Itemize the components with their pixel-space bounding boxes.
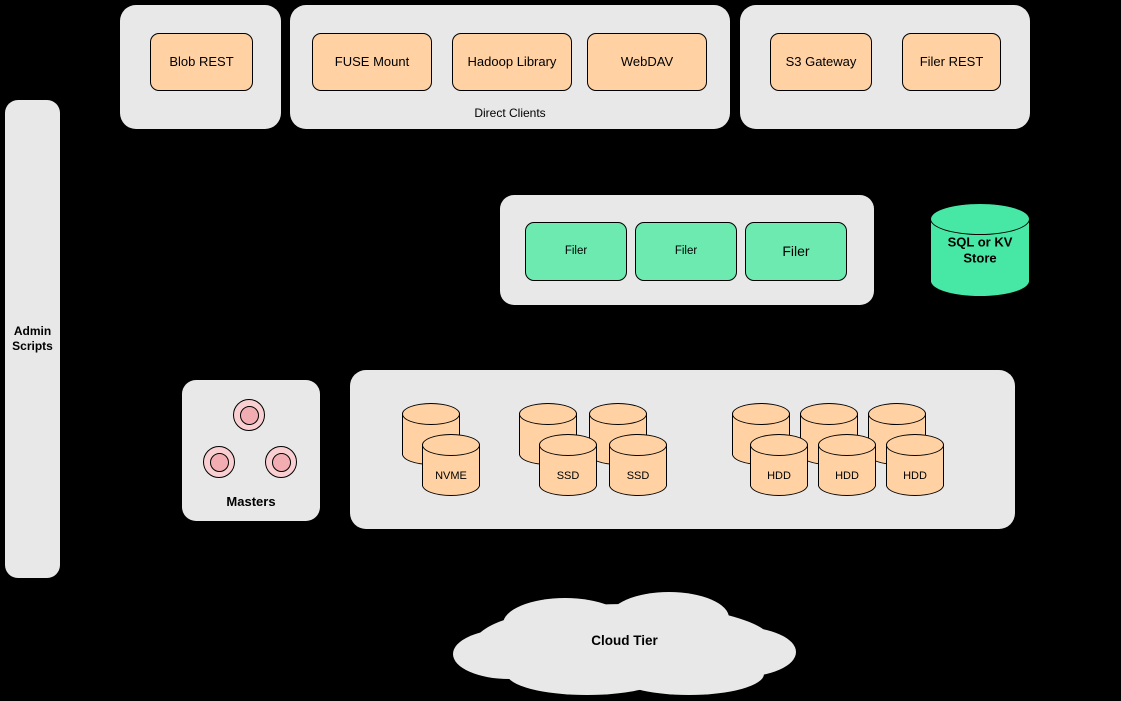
direct-clients-caption: Direct Clients [474, 106, 546, 120]
s3-gateway-node: S3 Gateway [770, 33, 872, 91]
hadoop-library-node: Hadoop Library [452, 33, 572, 91]
blob-rest-node: Blob REST [150, 33, 253, 91]
cylinder-top [868, 403, 926, 425]
hadoop-library-label: Hadoop Library [467, 53, 557, 69]
hdd-disk-label: HDD [835, 470, 859, 482]
blob-rest-label: Blob REST [169, 53, 234, 69]
ssd-disk: SSD [539, 434, 597, 496]
ssd-disk-label: SSD [556, 470, 580, 482]
filer-rest-node: Filer REST [902, 33, 1001, 91]
filer-node: Filer [745, 222, 847, 281]
cylinder-top [818, 434, 876, 456]
master-node [203, 446, 235, 478]
nvme-disk: NVME [422, 434, 480, 496]
hdd-disk: HDD [750, 434, 808, 496]
sql-kv-store-label: SQL or KV Store [947, 234, 1013, 265]
cylinder-top [800, 403, 858, 425]
gateway-group: S3 Gateway Filer REST [740, 5, 1030, 129]
cylinder-top [609, 434, 667, 456]
hdd-disk: HDD [818, 434, 876, 496]
cylinder-top [589, 403, 647, 425]
admin-scripts-label: Admin Scripts [12, 324, 53, 353]
master-node [265, 446, 297, 478]
cylinder-top [422, 434, 480, 456]
filer-cluster-panel: Filer Filer Filer [500, 195, 874, 305]
s3-gateway-label: S3 Gateway [785, 53, 857, 69]
webdav-node: WebDAV [587, 33, 707, 91]
fuse-mount-label: FUSE Mount [334, 53, 410, 69]
filer-label: Filer [782, 242, 810, 259]
hdd-disk-label: HDD [903, 470, 927, 482]
ssd-disk-label: SSD [626, 470, 650, 482]
nvme-disk-label: NVME [435, 470, 467, 482]
masters-panel: Masters [182, 380, 320, 521]
admin-scripts-panel: Admin Scripts [5, 100, 60, 578]
filer-node: Filer [635, 222, 737, 281]
cylinder-top [886, 434, 944, 456]
filer-rest-label: Filer REST [919, 53, 984, 69]
cloud-tier-label: Cloud Tier [591, 633, 658, 648]
ssd-disk: SSD [609, 434, 667, 496]
sql-kv-store-cylinder: SQL or KV Store [930, 203, 1030, 297]
filer-node: Filer [525, 222, 627, 281]
fuse-mount-node: FUSE Mount [312, 33, 432, 91]
hdd-disk-label: HDD [767, 470, 791, 482]
filer-label: Filer [564, 245, 588, 258]
direct-clients-group: FUSE Mount Hadoop Library WebDAV Direct … [290, 5, 730, 129]
cylinder-top [750, 434, 808, 456]
cylinder-top [539, 434, 597, 456]
master-node [233, 399, 265, 431]
webdav-label: WebDAV [620, 53, 674, 69]
cloud-shape [453, 592, 796, 695]
cloud-tier: Cloud Tier [437, 588, 812, 698]
masters-label: Masters [226, 494, 276, 509]
cylinder-top [732, 403, 790, 425]
blob-client-group: Blob REST [120, 5, 281, 129]
hdd-disk: HDD [886, 434, 944, 496]
cylinder-top [519, 403, 577, 425]
cylinder-top [402, 403, 460, 425]
cylinder-top [930, 203, 1030, 235]
filer-label: Filer [674, 245, 698, 258]
volume-servers-panel: NVME SSD SSD [350, 370, 1015, 529]
